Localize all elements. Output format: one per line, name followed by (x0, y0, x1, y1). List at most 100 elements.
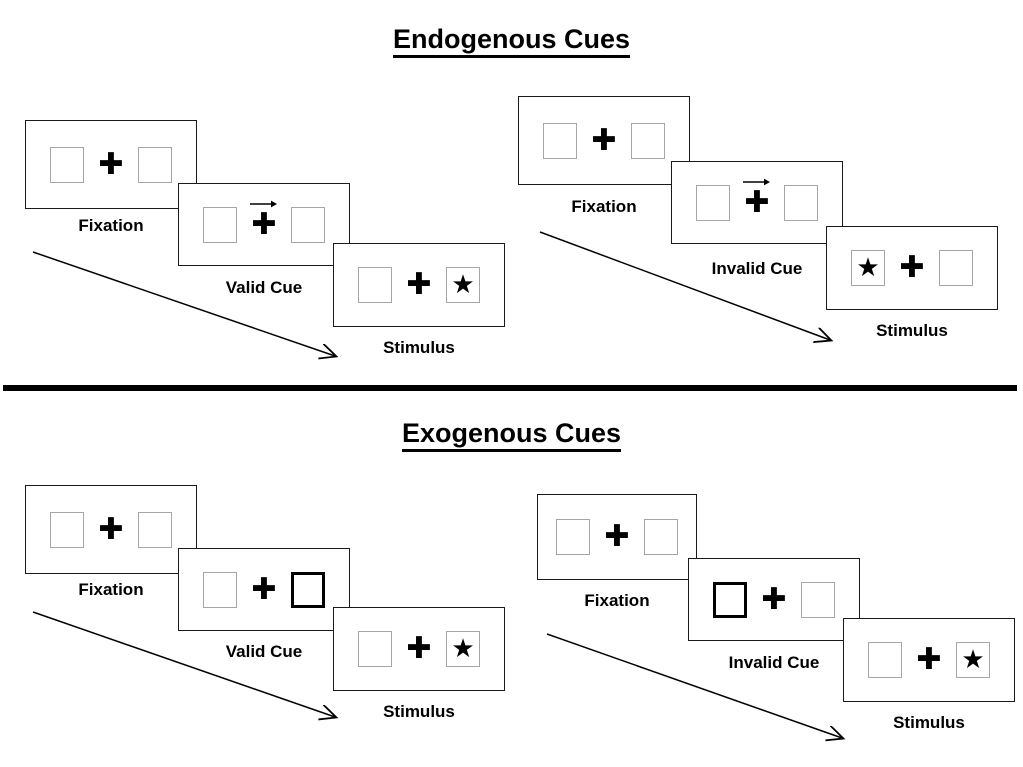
left-placeholder-box (358, 267, 392, 303)
flow-arrow-exogenous-invalid (546, 633, 890, 752)
label-text: Fixation (571, 197, 637, 216)
right-placeholder-box (801, 581, 835, 618)
left-placeholder-box (358, 631, 392, 667)
panel-exogenous-valid-fixation[interactable]: ✚ (25, 485, 197, 574)
stimulus-display: ★ ✚ (851, 248, 973, 288)
left-placeholder-box (203, 206, 237, 243)
fixation-column: ✚ (250, 200, 277, 245)
panel-label-exogenous-invalid-fixation: Fixation (537, 591, 697, 611)
panel-label-endogenous-valid-cue: Valid Cue (178, 278, 350, 298)
panel-label-exogenous-valid-fixation: Fixation (25, 580, 197, 600)
stimulus-display: ✚ (543, 121, 665, 161)
fixation-cross-icon: ✚ (591, 122, 617, 158)
stimulus-display: ✚ (203, 570, 325, 610)
arrow-right-cue-icon (743, 178, 770, 185)
panel-exogenous-valid-cue[interactable]: ✚ (178, 548, 350, 631)
label-text: Valid Cue (225, 278, 303, 297)
fixation-column: ✚ (604, 517, 630, 557)
section-title-endogenous-text: Endogenous Cues (392, 24, 630, 58)
panel-exogenous-valid-stimulus[interactable]: ✚ ★ (333, 607, 505, 691)
panel-label-endogenous-invalid-cue: Invalid Cue (671, 259, 843, 279)
panel-label-endogenous-valid-stimulus: Stimulus (333, 338, 505, 358)
left-placeholder-box (50, 146, 84, 183)
section-divider (3, 385, 1017, 391)
stimulus-display: ✚ (696, 178, 818, 223)
fixation-cross-icon: ✚ (251, 206, 277, 242)
fixation-column: ✚ (761, 580, 787, 620)
panel-label-exogenous-valid-cue: Valid Cue (178, 642, 350, 662)
fixation-cross-icon: ✚ (251, 571, 277, 607)
left-placeholder-box (203, 571, 237, 608)
label-text: Valid Cue (225, 642, 303, 661)
right-placeholder-box (138, 146, 172, 183)
section-title-exogenous-text: Exogenous Cues (401, 418, 622, 452)
panel-label-exogenous-invalid-cue: Invalid Cue (688, 653, 860, 673)
stimulus-display: ✚ (713, 580, 835, 620)
fixation-cross-icon: ✚ (98, 511, 124, 547)
label-text: Invalid Cue (728, 653, 820, 672)
flow-arrow-exogenous-valid (32, 611, 370, 742)
label-text: Fixation (584, 591, 650, 610)
fixation-cross-icon: ✚ (604, 519, 630, 554)
left-target-box: ★ (851, 250, 885, 286)
fixation-column: ✚ (406, 265, 432, 305)
fixation-column: ✚ (98, 145, 124, 185)
label-text: Stimulus (383, 702, 455, 721)
flow-arrow-endogenous-invalid (539, 231, 880, 370)
label-text: Stimulus (893, 713, 965, 732)
panel-exogenous-invalid-cue[interactable]: ✚ (688, 558, 860, 641)
label-text: Stimulus (876, 321, 948, 340)
arrow-right-cue-icon (250, 200, 277, 207)
panel-exogenous-invalid-stimulus[interactable]: ✚ ★ (843, 618, 1015, 702)
label-text: Invalid Cue (711, 259, 803, 278)
fixation-cross-icon: ✚ (761, 581, 787, 617)
stimulus-display: ✚ ★ (358, 265, 480, 305)
stimulus-display: ✚ ★ (358, 629, 480, 669)
fixation-cross-icon: ✚ (98, 146, 124, 182)
right-placeholder-box (291, 206, 325, 243)
target-star-icon: ★ (961, 644, 985, 674)
right-target-box: ★ (446, 631, 480, 667)
stimulus-display: ✚ (203, 200, 325, 245)
panel-endogenous-valid-stimulus[interactable]: ✚ ★ (333, 243, 505, 327)
panel-endogenous-valid-cue[interactable]: ✚ (178, 183, 350, 266)
fixation-column: ✚ (743, 178, 770, 223)
target-star-icon: ★ (451, 269, 475, 299)
fixation-column: ✚ (98, 510, 124, 550)
fixation-column: ✚ (406, 629, 432, 669)
panel-label-endogenous-valid-fixation: Fixation (25, 216, 197, 236)
panel-endogenous-invalid-cue[interactable]: ✚ (671, 161, 843, 244)
panel-endogenous-valid-fixation[interactable]: ✚ (25, 120, 197, 209)
fixation-column: ✚ (899, 248, 925, 288)
left-cued-box (713, 581, 747, 618)
left-placeholder-box (556, 519, 590, 555)
panel-endogenous-invalid-stimulus[interactable]: ★ ✚ (826, 226, 998, 310)
target-star-icon: ★ (451, 633, 475, 663)
stimulus-display: ✚ ★ (868, 640, 990, 680)
right-placeholder-box (644, 519, 678, 555)
fixation-column: ✚ (916, 640, 942, 680)
fixation-cross-icon: ✚ (899, 250, 925, 285)
left-placeholder-box (696, 184, 730, 221)
fixation-cross-icon: ✚ (406, 631, 432, 666)
label-text: Fixation (78, 216, 144, 235)
flow-arrow-endogenous-valid (32, 251, 370, 380)
right-placeholder-box (939, 250, 973, 286)
right-target-box: ★ (446, 267, 480, 303)
fixation-cross-icon: ✚ (406, 267, 432, 302)
fixation-column: ✚ (591, 121, 617, 161)
fixation-cross-icon: ✚ (744, 184, 770, 220)
panel-label-exogenous-invalid-stimulus: Stimulus (843, 713, 1015, 733)
stimulus-display: ✚ (50, 145, 172, 185)
target-star-icon: ★ (856, 252, 880, 282)
right-placeholder-box (631, 122, 665, 159)
panel-exogenous-invalid-fixation[interactable]: ✚ (537, 494, 697, 580)
panel-label-endogenous-invalid-stimulus: Stimulus (826, 321, 998, 341)
panel-endogenous-invalid-fixation[interactable]: ✚ (518, 96, 690, 185)
panel-label-endogenous-invalid-fixation: Fixation (518, 197, 690, 217)
stimulus-display: ✚ (556, 517, 678, 557)
right-target-box: ★ (956, 642, 990, 678)
panel-label-exogenous-valid-stimulus: Stimulus (333, 702, 505, 722)
left-placeholder-box (868, 642, 902, 678)
